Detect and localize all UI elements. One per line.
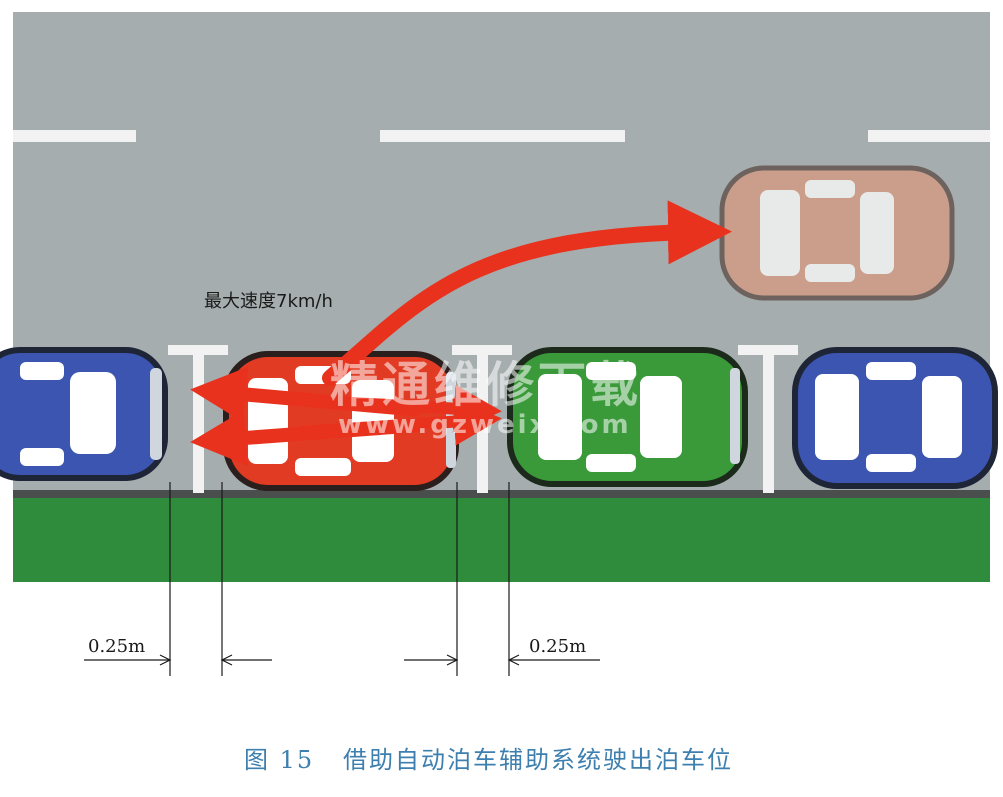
watermark-url: www.gzweix.com <box>338 410 632 440</box>
exit-path-arrow <box>322 200 732 386</box>
dimension-right <box>404 482 600 676</box>
figure-caption: 图 15 借助自动泊车辅助系统驶出泊车位 <box>244 746 734 774</box>
parking-marker <box>738 345 798 493</box>
forward-arrow <box>299 384 502 433</box>
lane-marking <box>380 130 625 142</box>
dimension-left <box>84 482 272 676</box>
dimension-label-left: 0.25m <box>88 636 146 657</box>
parked-car-blue-left <box>0 347 168 481</box>
lane-marking <box>868 130 990 142</box>
dimension-label-right: 0.25m <box>529 636 587 657</box>
lane-marking <box>13 130 136 142</box>
watermark-text: 精通维修下载 <box>330 357 643 413</box>
parked-car-blue-right <box>792 347 998 489</box>
speed-limit-label: 最大速度7km/h <box>204 291 333 312</box>
forward-arrow <box>299 397 502 446</box>
car-exit-position <box>719 165 955 301</box>
grass-strip <box>13 498 990 582</box>
curb <box>13 490 990 498</box>
parked-car-green <box>507 347 748 487</box>
